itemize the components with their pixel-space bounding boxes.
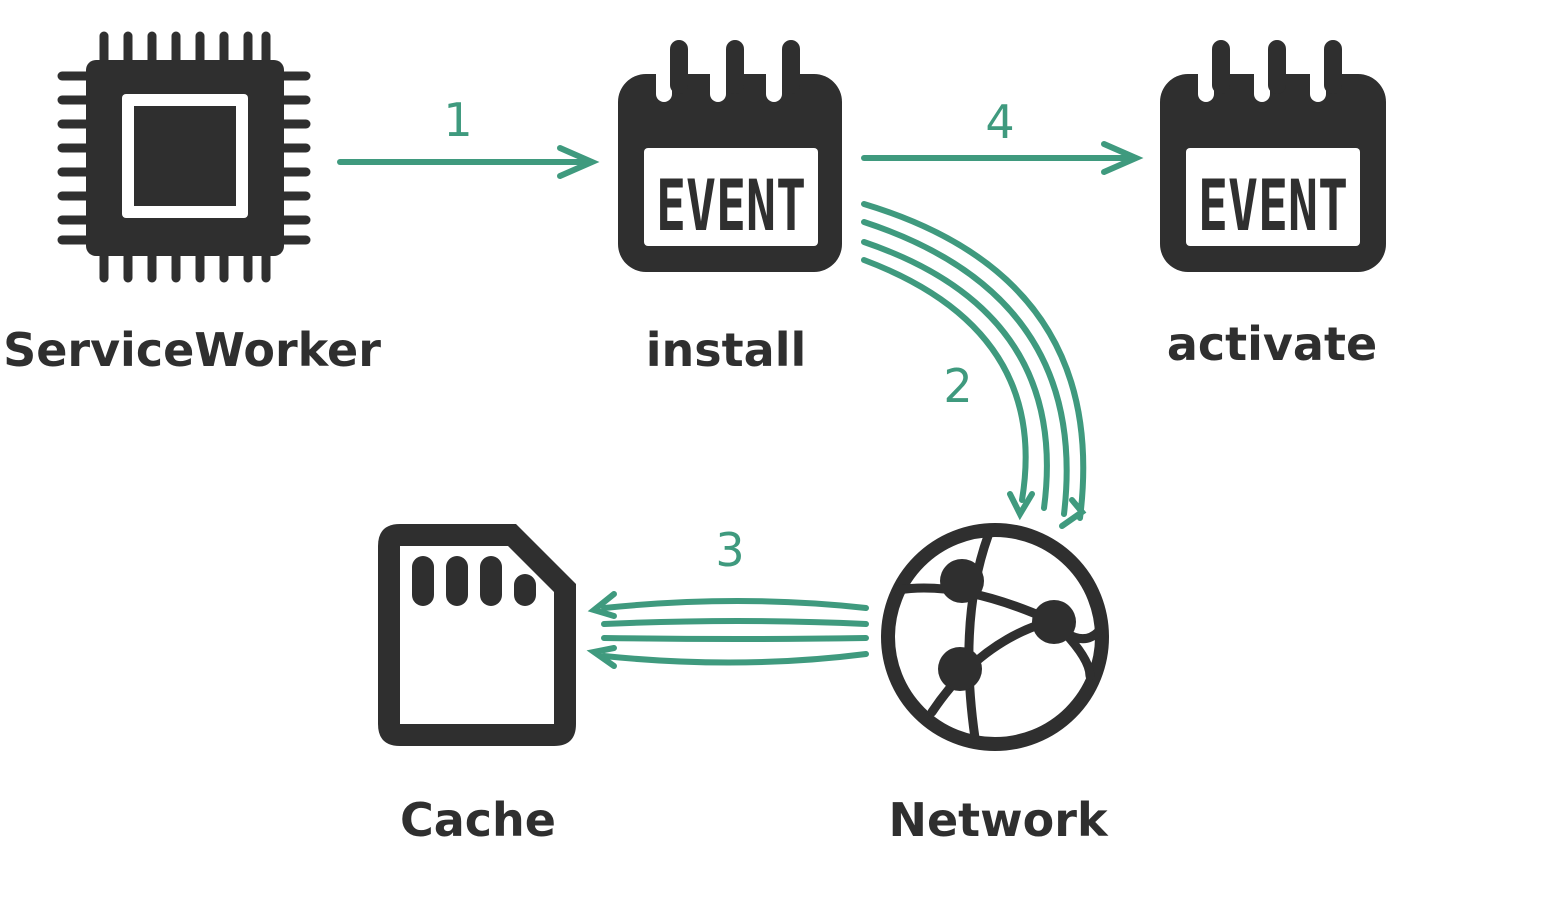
- install-node: EVENT install: [618, 40, 842, 377]
- arrow-step-2: [861, 201, 1087, 529]
- activate-node: EVENT activate: [1160, 40, 1386, 371]
- arrow-step-4: [861, 141, 1144, 175]
- serviceworker-label: ServiceWorker: [3, 323, 381, 377]
- cache-node: Cache: [378, 524, 576, 847]
- activate-event-badge: EVENT: [1198, 165, 1348, 247]
- arrow-step-3: [586, 591, 869, 669]
- network-label: Network: [888, 793, 1108, 847]
- arrow-step-1: [337, 145, 600, 179]
- calendar-event-icon: EVENT: [618, 40, 842, 272]
- cpu-chip-icon: [57, 31, 311, 283]
- calendar-event-icon: EVENT: [1160, 40, 1386, 272]
- install-event-badge: EVENT: [656, 165, 806, 247]
- activate-label: activate: [1167, 317, 1377, 371]
- sd-card-icon: [378, 524, 576, 746]
- step-1-label: 1: [443, 93, 472, 147]
- step-2-label: 2: [943, 359, 972, 413]
- install-label: install: [646, 323, 806, 377]
- step-4-label: 4: [985, 95, 1014, 149]
- serviceworker-node: ServiceWorker: [3, 31, 381, 377]
- network-globe-icon: [881, 523, 1109, 751]
- cache-label: Cache: [400, 793, 556, 847]
- step-3-label: 3: [715, 523, 744, 577]
- network-node: Network: [881, 523, 1109, 847]
